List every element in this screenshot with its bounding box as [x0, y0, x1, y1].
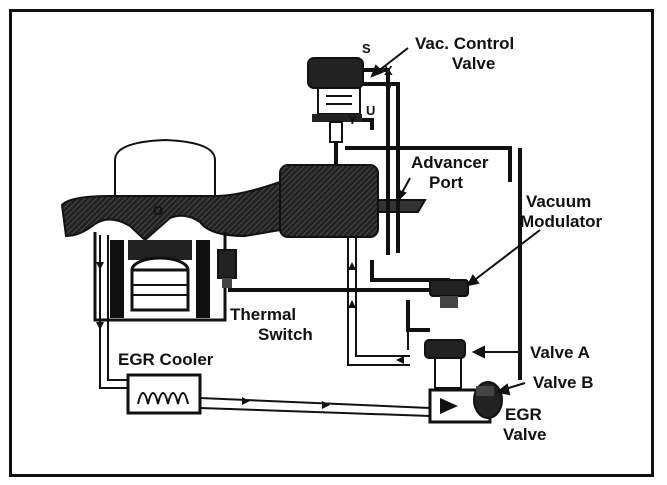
label-valve-a: Valve A [530, 343, 590, 362]
port-letter-v: V [384, 79, 393, 94]
intake-manifold [60, 180, 281, 242]
label-thermal-switch: Thermal Switch [230, 305, 313, 344]
label-egr-cooler: EGR Cooler [118, 350, 214, 369]
port-letter-y: Y [348, 112, 357, 127]
port-letter-s: S [362, 41, 371, 56]
engine-block [93, 232, 227, 322]
vacuum-control-valve [307, 57, 364, 143]
flow-arrows [96, 262, 404, 409]
label-egr-valve: EGR Valve [503, 405, 547, 444]
port-letter-o: O [153, 203, 164, 218]
label-vacuum-modulator: Vacuum Modulator [520, 192, 603, 231]
egr-cooler [126, 373, 202, 415]
vacuum-modulator [429, 279, 469, 308]
leader-lines [370, 47, 541, 396]
label-advancer-port: Advancer Port [411, 153, 489, 192]
label-valve-b: Valve B [533, 373, 594, 392]
label-vac-control-valve: Vac. Control Valve [415, 34, 515, 73]
thermal-switch [217, 249, 237, 288]
egr-piping [99, 235, 431, 417]
port-letter-x: X [384, 63, 393, 78]
egr-valve-assembly [424, 339, 503, 424]
port-letter-u: U [366, 103, 376, 118]
air-cleaner [114, 138, 216, 201]
throttle-body [279, 164, 379, 238]
